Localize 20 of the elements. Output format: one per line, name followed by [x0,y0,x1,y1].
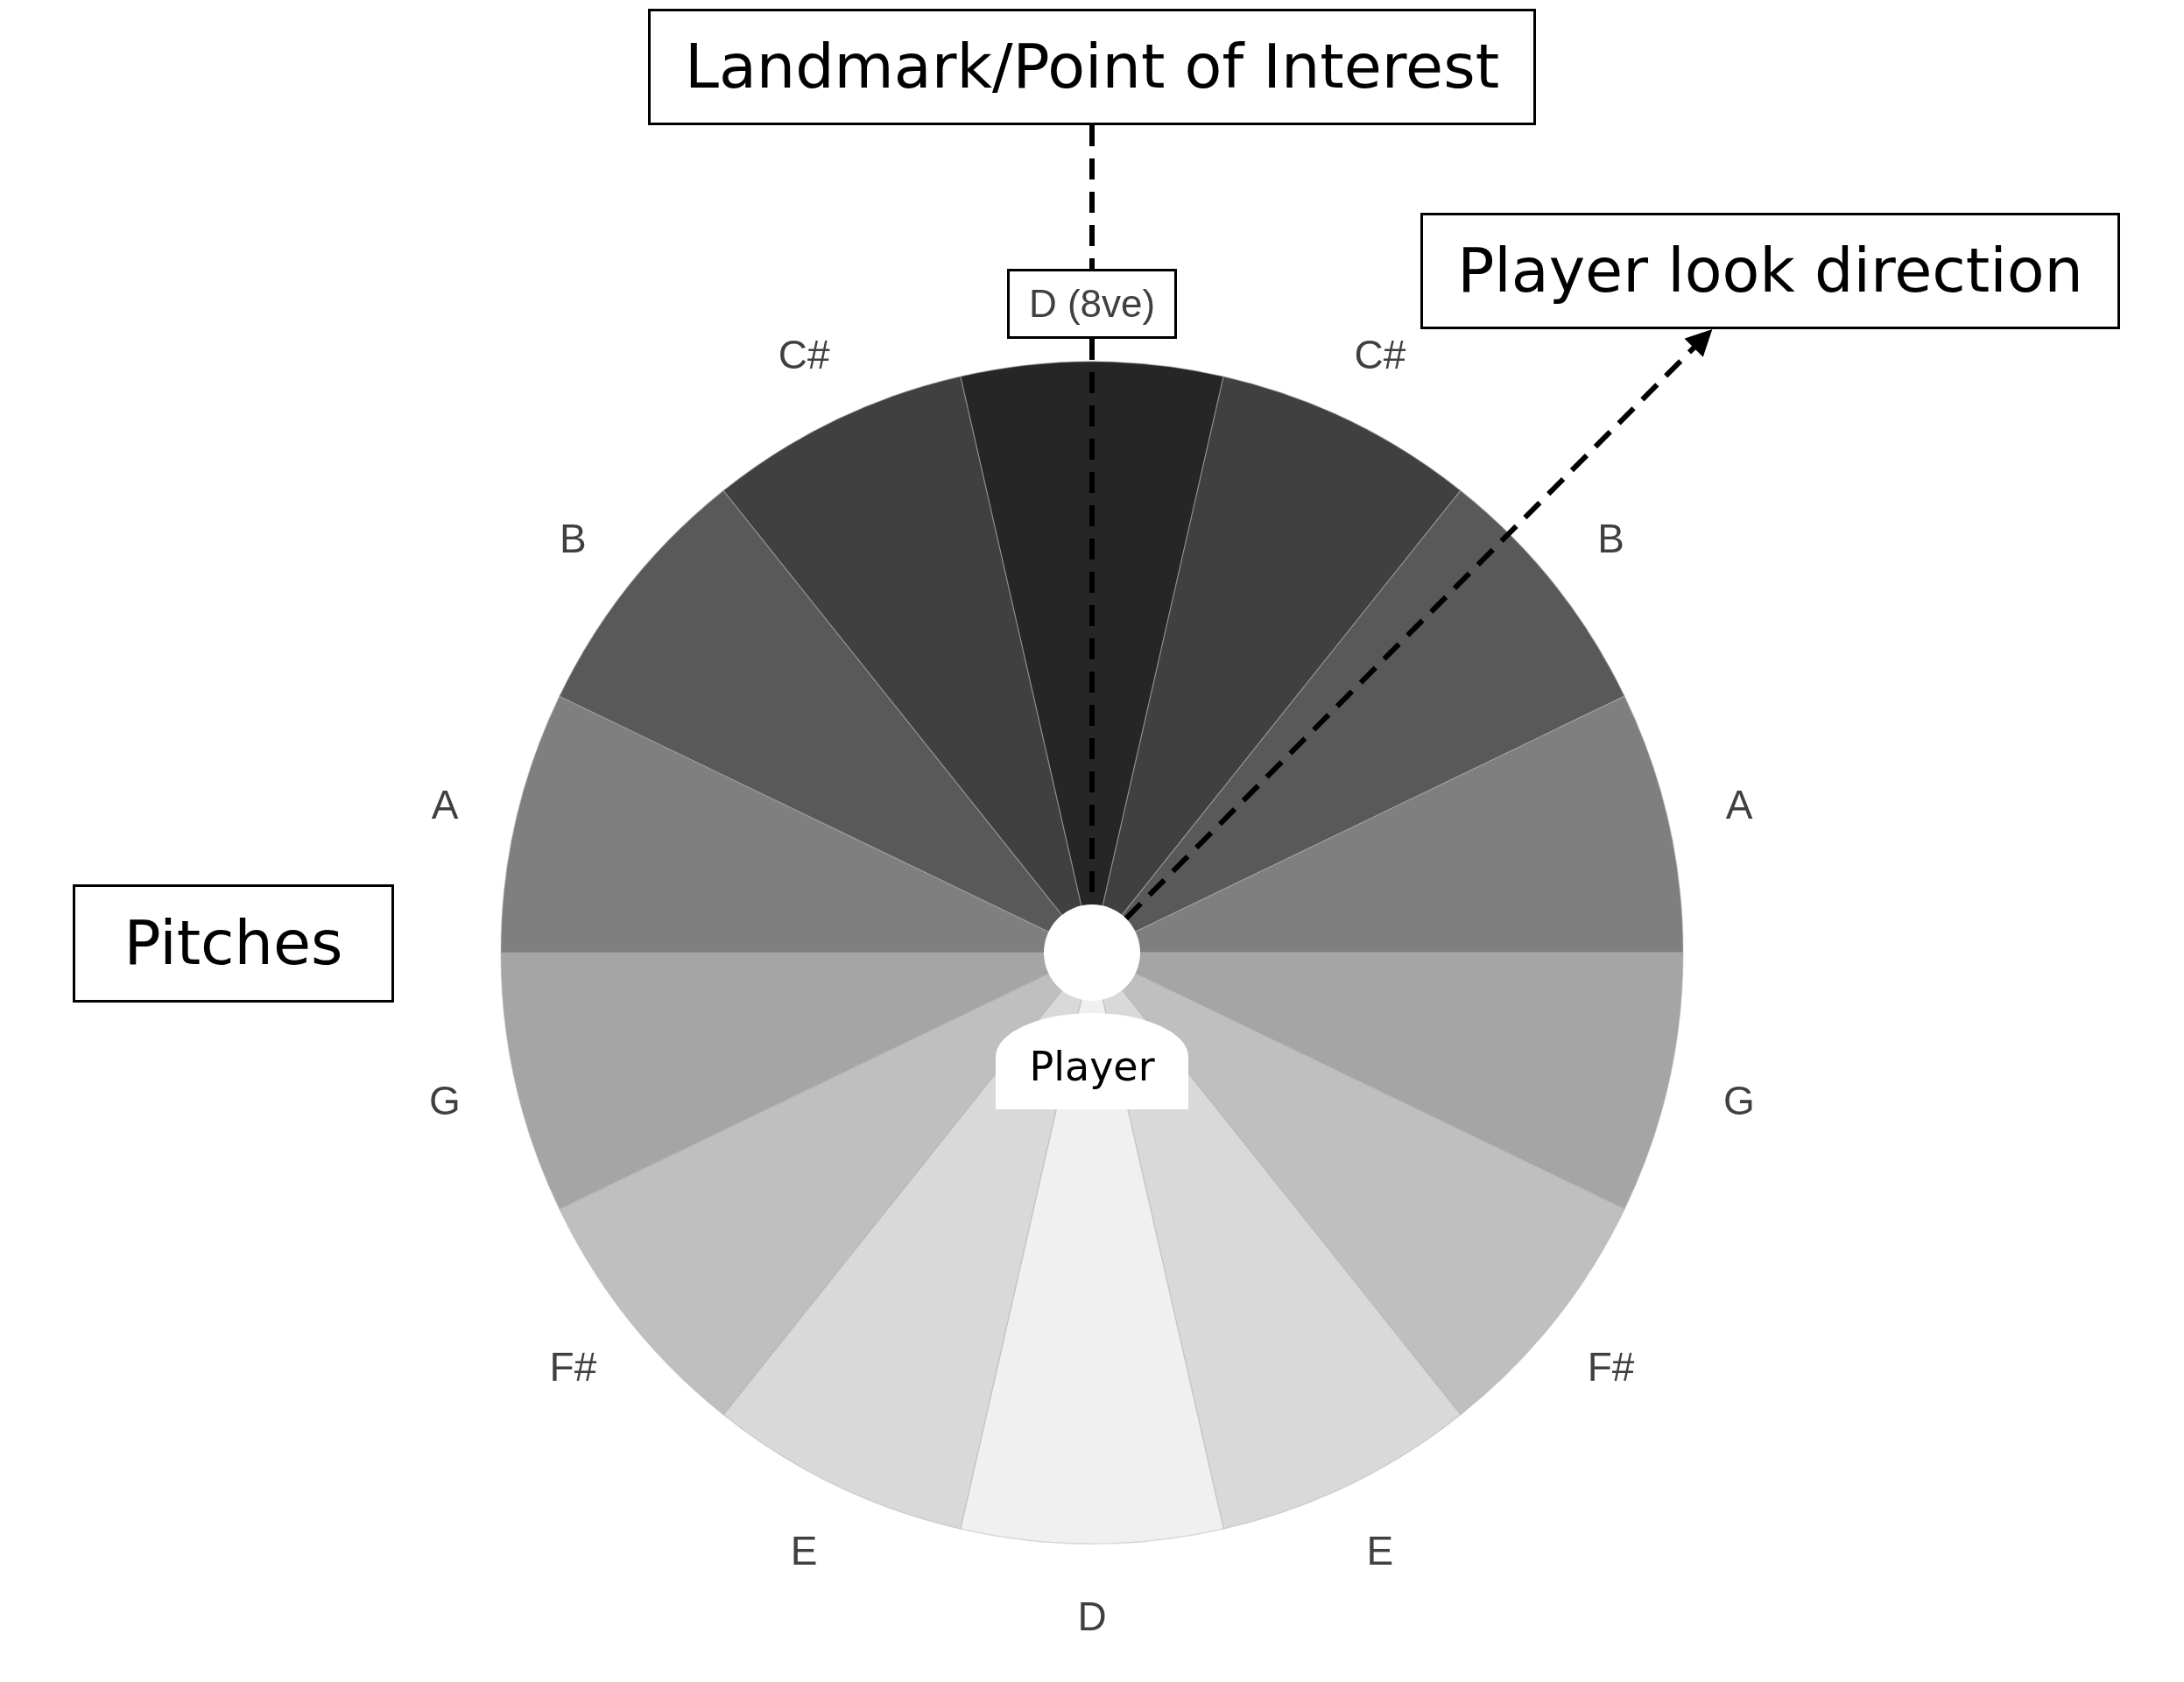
pitch-label: G [1723,1080,1755,1121]
player-body: Player [996,1013,1188,1109]
pitch-label: G [429,1080,461,1121]
pitch-label: A [1725,785,1753,826]
callout-box: Pitches [73,884,394,1003]
callout-box: Player look direction [1420,213,2120,329]
pitch-label: F# [549,1346,597,1387]
pitch-label: B [560,518,587,559]
pitch-label: A [431,785,459,826]
pitch-tag: D (8ve) [1007,269,1177,339]
pitch-label: C# [1354,334,1406,376]
pitch-label: F# [1587,1346,1635,1387]
dashed-line [1089,125,1095,269]
dashed-arrow [1124,329,1713,921]
pitch-label: D [1077,1596,1107,1636]
pitch-label: B [1597,518,1624,559]
callout-box: Landmark/Point of Interest [648,9,1536,125]
pitch-label: E [1366,1530,1394,1571]
pitch-label: C# [778,334,830,376]
pitch-label: E [790,1530,818,1571]
